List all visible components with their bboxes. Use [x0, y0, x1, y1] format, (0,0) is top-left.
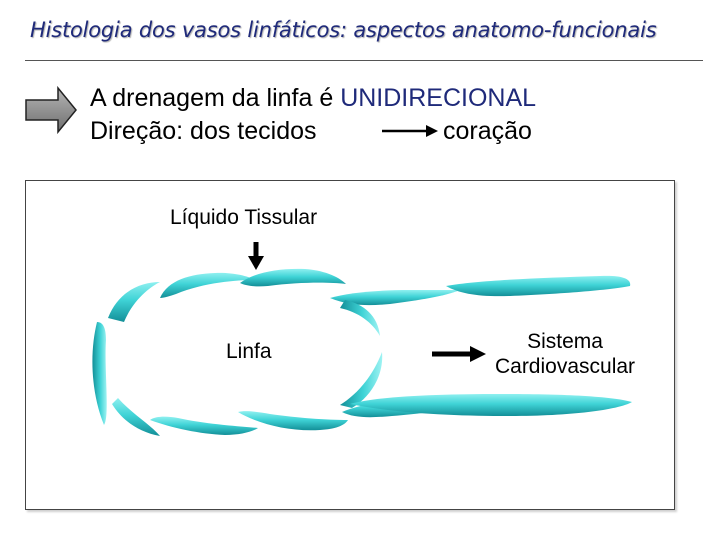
valve-flap-upper: [340, 300, 380, 336]
vessel-wall-segment: [446, 276, 630, 296]
vessel-wall-segment: [150, 417, 258, 435]
vessel-wall-segment: [108, 282, 160, 322]
vessel-wall-segment: [238, 411, 348, 430]
vessel-wall-segment: [92, 322, 106, 425]
tissue-fluid-label: Líquido Tissular: [170, 206, 317, 230]
vessel-wall-segment: [240, 269, 346, 287]
lymph-label: Linfa: [226, 340, 272, 364]
vessel-wall-segment: [160, 273, 256, 298]
cardiovascular-system-label: Sistema Cardiovascular: [470, 329, 660, 379]
vessel-wall-segment: [112, 398, 160, 436]
tissue-fluid-arrow-icon: [248, 242, 264, 270]
